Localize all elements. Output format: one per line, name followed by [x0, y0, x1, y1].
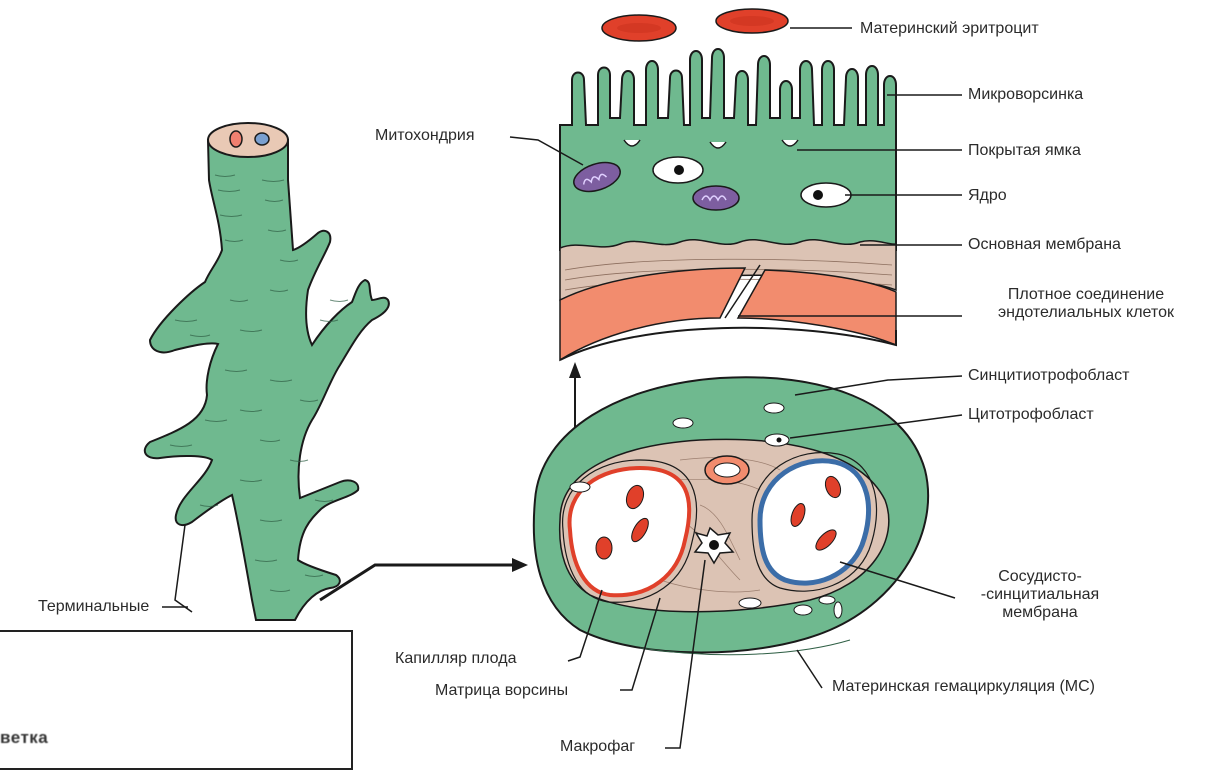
- inset-box: [0, 630, 353, 770]
- detail-nucleolus-1: [674, 165, 684, 175]
- villus-cross-section: [534, 377, 928, 654]
- label-tight-junction-line1: Плотное соединение: [966, 286, 1206, 304]
- label-maternal-circulation: Материнская гемациркуляция (МС): [832, 678, 1095, 696]
- arrow-head: [512, 558, 528, 572]
- small-vessel-lumen: [714, 463, 740, 477]
- label-fetal-capillary: Капилляр плода: [395, 650, 516, 668]
- tree-to-section-arrow: [320, 565, 515, 600]
- villus-cut-surface: [208, 123, 288, 157]
- arrow-head-up: [569, 362, 581, 378]
- label-maternal-erythrocyte: Материнский эритроцит: [860, 20, 1039, 38]
- fetal-capillary-right: [760, 461, 869, 583]
- label-basement-membrane: Основная мембрана: [968, 236, 1121, 254]
- cut-vessel-red: [230, 131, 242, 147]
- label-vasculo-line1: Сосудисто-: [945, 568, 1135, 586]
- label-tight-junction: Плотное соединение эндотелиальных клеток: [966, 286, 1206, 322]
- label-syncytiotrophoblast: Синцитиотрофобласт: [968, 367, 1129, 385]
- label-nucleus: Ядро: [968, 187, 1007, 205]
- troph-nucleolus-3: [777, 438, 782, 443]
- terminal-pointer: [175, 525, 192, 612]
- troph-nucleus-4: [739, 598, 761, 608]
- label-cytotrophoblast: Цитотрофобласт: [968, 406, 1094, 424]
- cut-vessel-blue: [255, 133, 269, 145]
- label-terminal: Терминальные: [38, 598, 149, 616]
- troph-nucleus-6: [819, 596, 835, 604]
- troph-nucleus-8: [570, 482, 590, 492]
- inset-text: ветка: [0, 728, 48, 748]
- label-mitochondria: Митохондрия: [375, 127, 475, 145]
- label-villus-matrix: Матрица ворсины: [435, 682, 568, 700]
- villous-tree: [145, 123, 389, 620]
- troph-nucleus-1: [764, 403, 784, 413]
- label-tight-junction-line2: эндотелиальных клеток: [966, 304, 1206, 322]
- erythrocyte-shade-1: [617, 23, 661, 33]
- troph-nucleus-2: [673, 418, 693, 428]
- label-vasculo-syncytial: Сосудисто- -синцитиальная мембрана: [945, 568, 1135, 622]
- detail-nucleolus-2: [813, 190, 823, 200]
- label-macrophage: Макрофаг: [560, 738, 635, 756]
- troph-nucleus-5: [794, 605, 812, 615]
- erythrocyte-shade-2: [730, 16, 774, 26]
- detail-block: [560, 9, 896, 360]
- label-vasculo-line2: -синцитиальная: [945, 586, 1135, 604]
- troph-nucleus-7: [834, 602, 842, 618]
- label-microvillus: Микроворсинка: [968, 86, 1083, 104]
- macrophage-nucleus: [709, 540, 719, 550]
- label-vasculo-line3: мембрана: [945, 604, 1135, 622]
- label-coated-pit: Покрытая ямка: [968, 142, 1081, 160]
- fetal-rbc-3: [596, 537, 612, 559]
- detail-nucleus-2: [801, 183, 851, 207]
